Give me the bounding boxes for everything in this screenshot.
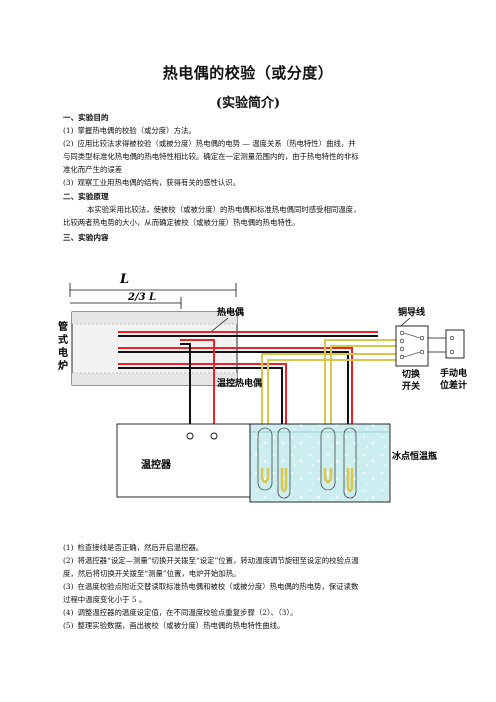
potentiometer-box [445, 329, 465, 359]
temperature-controller [116, 423, 251, 498]
length-label: L [119, 272, 129, 287]
page-subtitle: (实验简介) [215, 96, 281, 111]
step-2: (2)将温控器“设定—测量”切换开关拨至“设定”位置，转动温度调节旋钮至设定的校… [63, 556, 359, 565]
principle-line-1: 本实验采用比较法，使被校（或被分度）的热电偶和标准热电偶同时感受相同温度， [87, 205, 361, 214]
step-2-cont: 度，然后将切换开关拨至“测量”位置，电炉开始加热。 [63, 569, 241, 578]
step-5: (5)整理实验数据，画出被校（或被分度）热电偶的热电特性曲线。 [63, 621, 285, 630]
section-heading-purpose: 一、实验目的 [63, 113, 109, 122]
purpose-item-3: (3)观察工业用热电偶的结构，获得有关的感性认识。 [63, 178, 241, 187]
step-1: (1)检查接线是否正确，然后开启温控器。 [63, 543, 204, 552]
section-heading-content: 三、实验内容 [63, 233, 109, 242]
svg-text:炉: 炉 [58, 359, 68, 372]
furnace-label: 管 式 电 炉 [58, 320, 68, 372]
copper-wire-label: 铜导线 [398, 306, 425, 318]
step-4: (4)调整温控器的温度设定值，在不同温度校验点重复步骤（2）、（3）。 [63, 608, 298, 617]
length-dimension [69, 283, 237, 309]
purpose-item-2-cont2: 准化而产生的误差 [63, 165, 123, 174]
svg-text:式: 式 [58, 333, 68, 346]
fraction-label: 2/3 L [127, 292, 156, 303]
ice-bath-label: 冰点恒温瓶 [392, 450, 437, 462]
svg-text:开关: 开关 [402, 380, 420, 392]
thermocouple-label: 热电偶 [217, 306, 244, 318]
purpose-item-2-cont: 与同类型标准化热电偶的热电特性相比较。确定在一定测量范围内的，由于热电特性的非标 [63, 152, 359, 161]
control-thermocouple-label: 温控热电偶 [217, 377, 262, 389]
section-heading-principle: 二、实验原理 [63, 192, 109, 201]
controller-label: 温控器 [141, 458, 172, 471]
potentiometer-label: 手动电 位差计 [440, 367, 467, 391]
switch-label: 切换 开关 [402, 368, 421, 392]
purpose-item-2: (2)应用比较法求得被校验（或被分度）热电偶的电势 — 温度关系（热电特性）曲线… [63, 139, 356, 148]
svg-text:电: 电 [58, 346, 68, 359]
svg-text:手动电: 手动电 [440, 367, 467, 379]
purpose-item-1: (1)掌握热电偶的校验（或分度）方法。 [63, 126, 196, 135]
step-3: (3)在温度校验点附近交替读取标准热电偶和被校（或被分度）热电偶的热电势，保证读… [63, 582, 359, 591]
svg-text:管: 管 [58, 320, 68, 333]
svg-text:位差计: 位差计 [440, 379, 467, 391]
svg-text:切换: 切换 [402, 368, 421, 380]
step-3-cont: 过程中温度变化小于 5 。 [63, 595, 147, 604]
ice-bath [249, 423, 391, 503]
principle-line-2: 比较两者热电势的大小，从而确定被校（或被分度）热电偶的热电特性。 [63, 218, 300, 227]
page-title: 热电偶的校验（或分度） [162, 64, 334, 82]
